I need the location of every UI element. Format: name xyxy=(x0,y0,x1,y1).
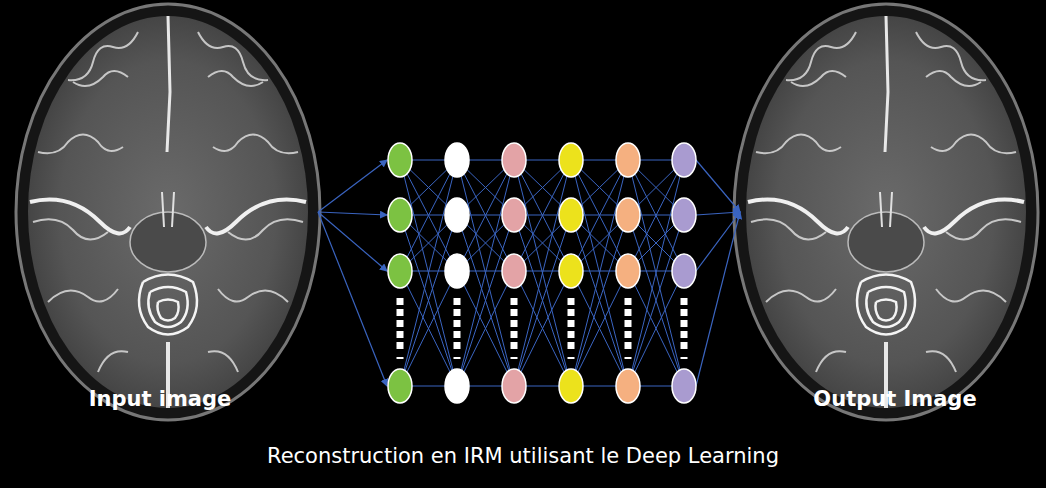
neuron xyxy=(559,143,583,177)
ellipsis-dash xyxy=(511,357,518,359)
network-link xyxy=(457,215,514,386)
network-link xyxy=(571,271,628,386)
neuron xyxy=(502,143,526,177)
ellipsis-dot xyxy=(681,298,688,305)
ellipsis-dot xyxy=(625,298,632,305)
neuron xyxy=(445,369,469,403)
ellipsis-dot xyxy=(681,331,688,338)
network-link xyxy=(400,215,457,386)
neuron xyxy=(445,198,469,232)
ellipsis-dot xyxy=(397,342,404,349)
network-link xyxy=(628,271,684,386)
ellipsis-dot xyxy=(681,342,688,349)
neuron xyxy=(672,143,696,177)
network-link xyxy=(457,215,514,386)
output-arrow xyxy=(696,212,740,386)
image-label: Input image xyxy=(89,387,232,411)
ellipsis-dot xyxy=(397,331,404,338)
network-link xyxy=(400,271,457,386)
ellipsis-dot xyxy=(681,309,688,316)
ellipsis-dash xyxy=(454,357,461,359)
network-link xyxy=(628,271,684,386)
ellipsis-dot xyxy=(454,298,461,305)
network-link xyxy=(571,271,628,386)
output-arrow xyxy=(696,160,740,212)
ellipsis-dash xyxy=(625,357,632,359)
ellipsis-dot xyxy=(681,320,688,327)
ellipsis-dot xyxy=(397,309,404,316)
ellipsis-dot xyxy=(625,320,632,327)
ellipsis-dot xyxy=(511,331,518,338)
network-link xyxy=(628,215,684,386)
ellipsis-dot xyxy=(625,331,632,338)
caption: Reconstruction en IRM utilisant le Deep … xyxy=(267,444,779,468)
neuron xyxy=(388,369,412,403)
ellipsis-dot xyxy=(568,298,575,305)
neuron xyxy=(502,254,526,288)
ellipsis-dot xyxy=(568,309,575,316)
network-link xyxy=(514,271,571,386)
ellipsis-dot xyxy=(397,298,404,305)
ellipsis-dot xyxy=(511,342,518,349)
ellipsis-dot xyxy=(511,320,518,327)
neuron xyxy=(502,198,526,232)
ellipsis-dot xyxy=(511,309,518,316)
ellipsis-dot xyxy=(625,342,632,349)
image-label: Output Image xyxy=(813,387,976,411)
ellipsis-dash xyxy=(681,357,688,359)
network-link xyxy=(514,271,571,386)
input-arrow xyxy=(318,212,387,271)
neuron xyxy=(672,369,696,403)
input-arrow xyxy=(318,212,387,215)
neuron xyxy=(616,254,640,288)
neuron xyxy=(616,369,640,403)
neuron xyxy=(559,369,583,403)
neuron xyxy=(388,254,412,288)
ellipsis-dot xyxy=(568,331,575,338)
neuron xyxy=(559,198,583,232)
neuron xyxy=(616,198,640,232)
neuron xyxy=(672,198,696,232)
neuron xyxy=(388,198,412,232)
ellipsis-dot xyxy=(454,342,461,349)
neuron xyxy=(445,254,469,288)
network-link xyxy=(514,215,571,386)
ellipsis-dot xyxy=(568,342,575,349)
input-arrow xyxy=(318,160,387,212)
ellipsis-dot xyxy=(454,309,461,316)
ellipsis-dot xyxy=(625,309,632,316)
neuron xyxy=(502,369,526,403)
ellipsis-dash xyxy=(568,357,575,359)
ellipsis-dash xyxy=(397,357,404,359)
input-arrow xyxy=(318,212,387,386)
output-arrow xyxy=(696,212,740,271)
network-link xyxy=(457,271,514,386)
network-link xyxy=(400,271,457,386)
network-link xyxy=(514,215,571,386)
neuron xyxy=(672,254,696,288)
neuron xyxy=(445,143,469,177)
neuron xyxy=(559,254,583,288)
neuron xyxy=(616,143,640,177)
network-link xyxy=(628,215,684,386)
network-link xyxy=(457,271,514,386)
neuron xyxy=(388,143,412,177)
ellipsis-dot xyxy=(397,320,404,327)
ellipsis-dot xyxy=(568,320,575,327)
network-link xyxy=(400,215,457,386)
network-link xyxy=(571,215,628,386)
ellipsis-dot xyxy=(454,320,461,327)
ellipsis-dot xyxy=(454,331,461,338)
network-link xyxy=(571,215,628,386)
ellipsis-dot xyxy=(511,298,518,305)
output-arrow xyxy=(696,212,740,215)
